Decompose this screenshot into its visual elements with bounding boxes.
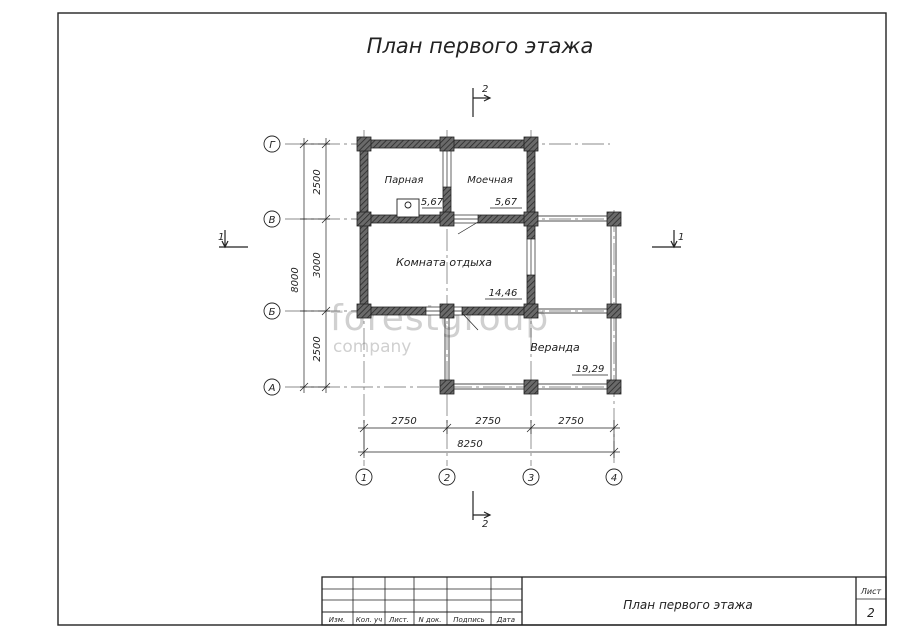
tb-sheet-label: Лист: [860, 587, 882, 596]
room-labels: Парная 5,67 Моечная 5,67 Комната отдыха …: [385, 175, 608, 376]
room-name-veranda: Веранда: [530, 341, 580, 354]
room-name-moechnaya: Моечная: [467, 175, 513, 186]
dim-horizontal-1: 2750: [391, 416, 416, 427]
vertical-dimensions: [299, 138, 331, 393]
dim-vertical-1: 2500: [312, 169, 323, 194]
horizontal-dimensions: [358, 420, 620, 458]
tb-sheet-number: 2: [867, 606, 875, 620]
room-name-komnata: Комната отдыха: [396, 256, 492, 269]
axis-markers-letters: [263, 135, 281, 396]
axis-label-v: В: [269, 215, 276, 226]
door-swing-2: [461, 312, 479, 331]
axis-label-g: Г: [269, 140, 276, 151]
dim-horizontal-2: 2750: [475, 416, 500, 427]
tb-header-kol: Кол. уч: [356, 616, 382, 624]
tb-header-podpis: Подпись: [453, 616, 485, 624]
dim-vertical-total: 8000: [290, 267, 301, 292]
section-label-2-top: 2: [482, 84, 488, 95]
door-swing: [457, 221, 479, 235]
dim-vertical-3: 2500: [312, 336, 323, 361]
log-corners: [356, 136, 622, 395]
axis-markers-numbers: [355, 468, 623, 486]
watermark: forestgroup company: [330, 298, 548, 357]
dim-vertical-2: 3000: [312, 252, 323, 277]
axis-label-a: А: [268, 383, 276, 394]
watermark-sub: company: [333, 337, 411, 357]
axis-label-1: 1: [361, 473, 367, 484]
axis-label-b: Б: [269, 307, 276, 318]
section-label-1-right: 1: [678, 232, 684, 243]
axis-label-4: 4: [611, 473, 617, 484]
wall-west: [359, 139, 369, 316]
dim-horizontal-total: 8250: [457, 439, 482, 450]
tb-header-list: Лист.: [388, 616, 409, 624]
room-area-komnata: 14,46: [489, 288, 518, 299]
section-label-2-bottom: 2: [482, 519, 488, 530]
title-block: [321, 576, 887, 626]
section-marks: [219, 88, 681, 520]
section-label-1-left: 1: [218, 232, 224, 243]
dim-horizontal-3: 2750: [558, 416, 583, 427]
axis-label-2: 2: [444, 473, 450, 484]
room-area-veranda: 19,29: [576, 364, 605, 375]
room-area-moechnaya: 5,67: [495, 197, 518, 208]
tb-header-ndok: N док.: [418, 616, 441, 624]
sheet-title: План первого этажа: [367, 34, 594, 58]
tb-drawing-name: План первого этажа: [623, 598, 753, 612]
stove: [396, 198, 420, 218]
tb-header-data: Дата: [496, 616, 515, 624]
room-area-parnaya: 5,67: [421, 197, 444, 208]
room-name-parnaya: Парная: [385, 175, 424, 186]
tb-header-izm: Изм.: [329, 616, 345, 624]
axis-label-3: 3: [528, 473, 534, 484]
